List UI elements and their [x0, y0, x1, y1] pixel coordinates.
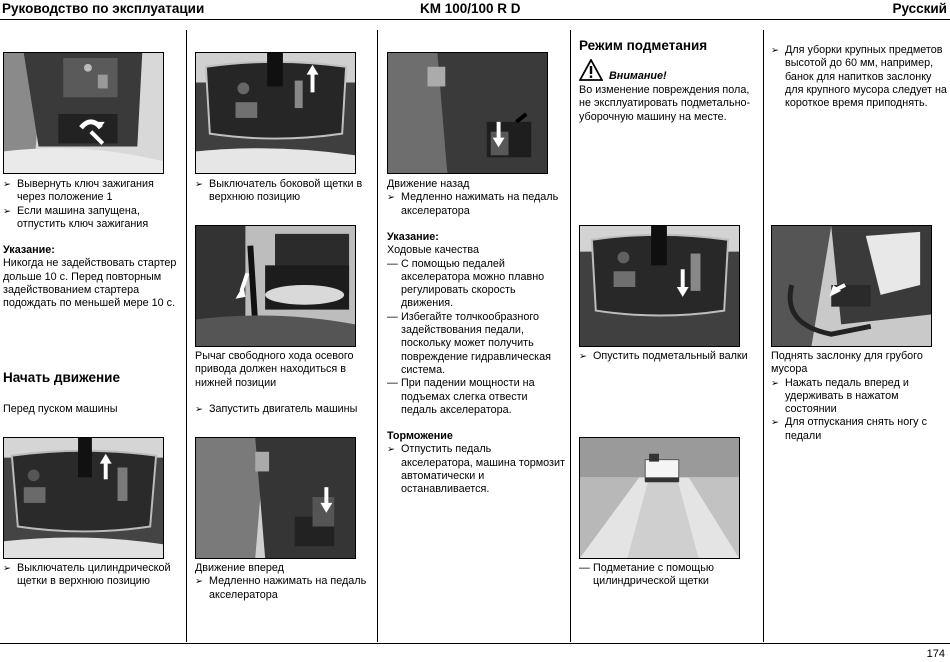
- col1-step: Вывернуть ключ зажигания через положение…: [3, 178, 183, 205]
- col1-note: Указание: Никогда не задействовать старт…: [3, 244, 183, 310]
- col2-step: Медленно нажимать на педаль акселератора: [195, 575, 373, 602]
- photo-reverse-pedal: [387, 52, 548, 174]
- col2-step: Выключатель боковой щетки в верхнюю пози…: [195, 178, 373, 205]
- col2-step: Запустить двигатель машины: [195, 403, 373, 417]
- header-rule: [0, 19, 950, 20]
- col5-large-debris: Для уборки крупных предметов высотой до …: [771, 44, 947, 110]
- page-header: Руководство по эксплуатации KM 100/100 R…: [0, 0, 950, 20]
- col4-dash-item: Подметание с помощью цилиндрической щетк…: [579, 562, 761, 589]
- col2-step-start-engine: Запустить двигатель машины: [195, 403, 373, 417]
- col5-step: Для отпускания снять ногу с педали: [771, 416, 947, 443]
- col1-step: Выключатель цилиндрической щетки в верхн…: [3, 562, 183, 589]
- col3-brake-block: Торможение Отпустить педаль акселератора…: [387, 430, 565, 496]
- col1-before-start: Перед пуском машины: [3, 403, 118, 415]
- photo-freewheel-lever: [195, 225, 356, 347]
- col3-drive-item: При падении мощности на подъемах слегка …: [387, 377, 565, 417]
- col3-reverse-title: Движение назад: [387, 178, 470, 190]
- col2-lever-text: Рычаг свободного хода осевого привода до…: [195, 350, 354, 389]
- col1-note-text: Никогда не задействовать стартер дольше …: [3, 257, 177, 310]
- col2-forward-block: Движение вперед Медленно нажимать на пед…: [195, 562, 373, 602]
- col3-reverse-block: Движение назад Медленно нажимать на педа…: [387, 178, 565, 218]
- col3-step: Медленно нажимать на педаль акселератора: [387, 191, 565, 218]
- col3-drive-title: Ходовые качества: [387, 244, 479, 257]
- col1-steps: Вывернуть ключ зажигания через положение…: [3, 178, 183, 231]
- header-manual-title: Руководство по эксплуатации: [2, 1, 205, 16]
- column-divider: [570, 30, 571, 642]
- photo-main-brush-switch: [3, 437, 164, 559]
- column-divider: [763, 30, 764, 642]
- photo-side-brush-switch: [195, 52, 356, 174]
- col2-forward-title: Движение вперед: [195, 562, 284, 574]
- column-divider: [377, 30, 378, 642]
- photo-forward-pedal: [195, 437, 356, 559]
- column-divider: [186, 30, 187, 642]
- header-model: KM 100/100 R D: [420, 1, 521, 16]
- col4-step-lower-brush: Опустить подметальный валки: [579, 350, 761, 364]
- col5-step: Нажать педаль вперед и удерживать в нажа…: [771, 377, 947, 417]
- col1-step: Если машина запущена, отпустить ключ заж…: [3, 205, 183, 232]
- warning-text: Во изменение повреждения пола, не эксплу…: [579, 84, 751, 123]
- col5-flap-block: Поднять заслонку для грубого мусора Нажа…: [771, 350, 947, 443]
- heading-sweep-mode: Режим подметания: [579, 38, 708, 53]
- page-number: 174: [926, 648, 945, 660]
- col3-note-title: Указание:: [387, 231, 439, 243]
- warning-label: Внимание!: [609, 70, 667, 82]
- col2-step-side-brush: Выключатель боковой щетки в верхнюю пози…: [195, 178, 373, 205]
- col5-step: Для уборки крупных предметов высотой до …: [771, 44, 947, 110]
- col1-step-main-brush: Выключатель цилиндрической щетки в верхн…: [3, 562, 183, 589]
- col1-note-title: Указание:: [3, 244, 55, 256]
- warning-icon: [578, 58, 604, 81]
- col3-drive-notes: Указание: Ходовые качества С помощью пед…: [387, 231, 565, 417]
- col3-brake-title: Торможение: [387, 430, 453, 442]
- col3-drive-item: Избегайте толчкообразного задействования…: [387, 311, 565, 377]
- header-language: Русский: [892, 1, 947, 16]
- photo-lower-brush-switch: [579, 225, 740, 347]
- col4-step: Опустить подметальный валки: [579, 350, 761, 364]
- col5-flap-title: Поднять заслонку для грубого мусора: [771, 350, 923, 376]
- col3-drive-item: С помощью педалей акселератора можно пла…: [387, 258, 565, 311]
- photo-debris-flap-pedal: [771, 225, 932, 347]
- heading-start-driving: Начать движение: [3, 370, 120, 385]
- photo-sweeping-corridor: [579, 437, 740, 559]
- footer-rule: [0, 643, 950, 644]
- photo-ignition-key: [3, 52, 164, 174]
- col4-sweeping-caption: Подметание с помощью цилиндрической щетк…: [579, 562, 761, 589]
- col3-step: Отпустить педаль акселератора, машина то…: [387, 443, 565, 496]
